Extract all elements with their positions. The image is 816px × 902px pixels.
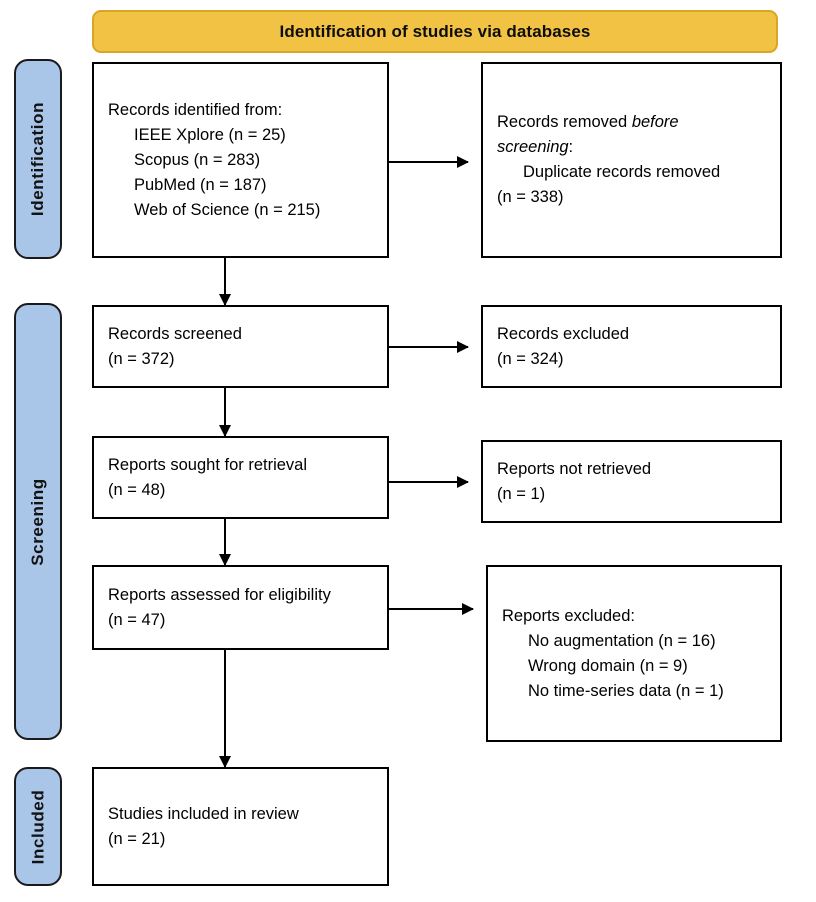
- banner-title: Identification of studies via databases: [279, 21, 591, 41]
- studies-included-count: (n = 21): [108, 829, 166, 848]
- arrow-assessed-to-excluded: [389, 603, 474, 615]
- box-reports-not-retrieved: Reports not retrieved (n = 1): [481, 440, 782, 523]
- records-identified-item-scopus: Scopus (n = 283): [134, 150, 261, 169]
- reports-not-retrieved-heading: Reports not retrieved: [497, 459, 652, 478]
- arrow-identified-to-removed: [389, 156, 469, 168]
- arrow-screened-to-excluded: [389, 341, 469, 353]
- box-reports-assessed: Reports assessed for eligibility (n = 47…: [92, 565, 389, 650]
- records-removed-item-duplicates: Duplicate records removed: [523, 163, 721, 181]
- records-removed-heading-post: :: [568, 138, 574, 156]
- studies-included-heading: Studies included in review: [108, 804, 299, 823]
- records-screened-heading: Records screened: [108, 324, 242, 343]
- arrow-screened-to-sought: [219, 388, 231, 437]
- arrow-sought-to-assessed: [219, 519, 231, 566]
- reports-sought-count: (n = 48): [108, 480, 166, 499]
- records-identified-item-pubmed: PubMed (n = 187): [134, 175, 267, 194]
- reports-excluded-item-no-time-series: No time-series data (n = 1): [528, 681, 724, 700]
- reports-not-retrieved-count: (n = 1): [497, 484, 546, 503]
- box-records-identified: Records identified from: IEEE Xplore (n …: [92, 62, 389, 258]
- records-identified-item-wos: Web of Science (n = 215): [134, 200, 321, 219]
- stage-bar-identification: Identification: [14, 59, 62, 259]
- box-records-screened: Records screened (n = 372): [92, 305, 389, 388]
- box-records-removed: Records removed before screening: Duplic…: [481, 62, 782, 258]
- stage-label-identification: Identification: [28, 101, 47, 217]
- box-records-excluded: Records excluded (n = 324): [481, 305, 782, 388]
- records-removed-heading-line1: Records removed before: [497, 110, 766, 135]
- records-removed-heading-emphasis-screening: screening: [497, 138, 569, 156]
- reports-excluded-heading: Reports excluded:: [502, 606, 635, 625]
- stage-bar-screening: Screening: [14, 303, 62, 740]
- reports-sought-heading: Reports sought for retrieval: [108, 455, 308, 474]
- stage-label-included: Included: [28, 789, 48, 864]
- box-reports-excluded: Reports excluded: No augmentation (n = 1…: [486, 565, 782, 742]
- records-excluded-heading: Records excluded: [497, 324, 630, 343]
- arrow-sought-to-not-retrieved: [389, 476, 469, 488]
- reports-assessed-heading: Reports assessed for eligibility: [108, 585, 331, 604]
- records-removed-heading-pre: Records removed: [497, 113, 632, 131]
- box-reports-sought: Reports sought for retrieval (n = 48): [92, 436, 389, 519]
- records-removed-heading-emphasis-before: before: [631, 113, 679, 131]
- records-removed-item-count: (n = 338): [497, 188, 564, 206]
- stage-label-screening: Screening: [28, 477, 48, 566]
- stage-bar-included: Included: [14, 767, 62, 886]
- box-studies-included: Studies included in review (n = 21): [92, 767, 389, 886]
- records-identified-heading: Records identified from:: [108, 100, 283, 119]
- records-removed-heading-line2: screening:: [497, 135, 766, 160]
- arrow-identified-to-screened: [219, 258, 231, 306]
- arrow-assessed-to-included: [219, 650, 231, 768]
- reports-excluded-item-no-augmentation: No augmentation (n = 16): [528, 631, 716, 650]
- records-excluded-count: (n = 324): [497, 349, 564, 368]
- records-screened-count: (n = 372): [108, 349, 175, 368]
- banner-identification-via-databases: Identification of studies via databases: [92, 10, 778, 53]
- reports-assessed-count: (n = 47): [108, 610, 166, 629]
- records-identified-item-ieee: IEEE Xplore (n = 25): [134, 125, 286, 144]
- reports-excluded-item-wrong-domain: Wrong domain (n = 9): [528, 656, 688, 675]
